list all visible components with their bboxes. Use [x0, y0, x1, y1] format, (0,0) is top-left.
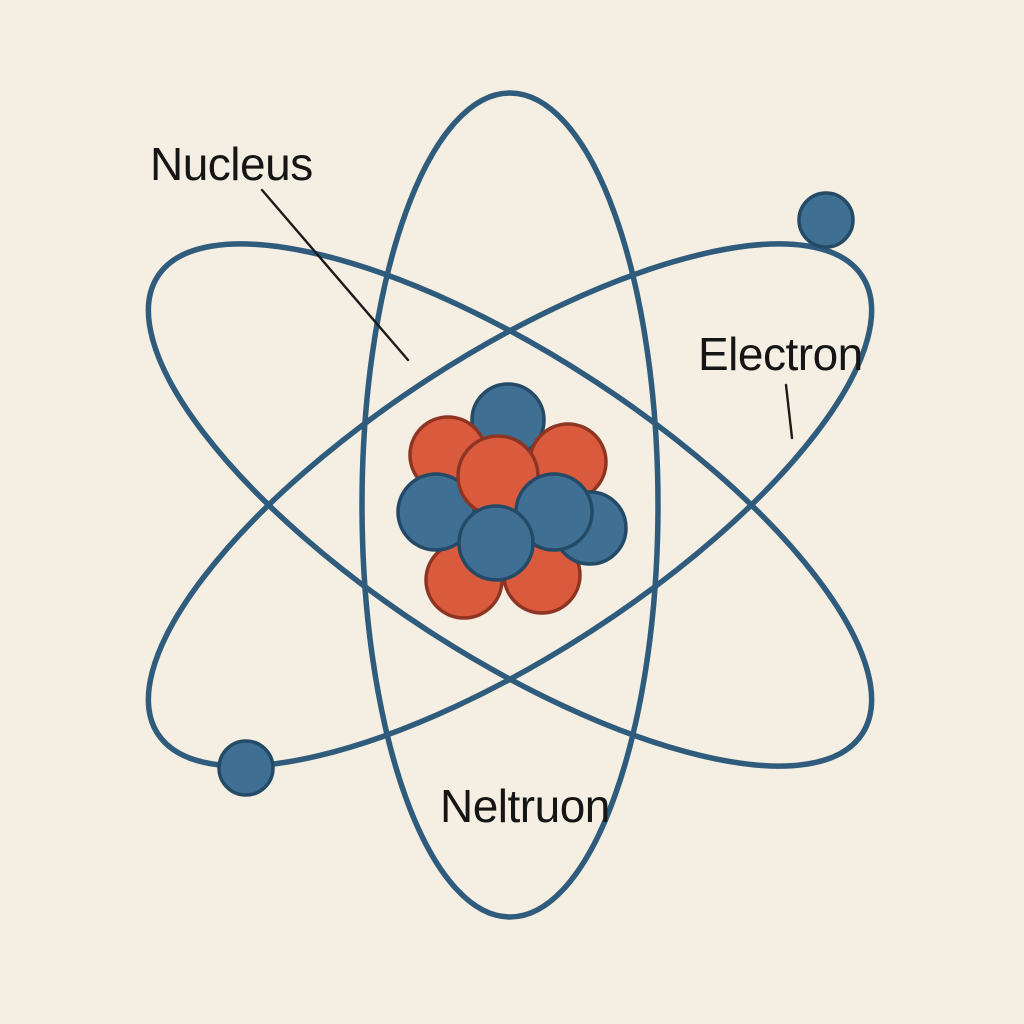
orbit-diagonal-down — [145, 241, 875, 769]
electron-bottom-left — [217, 739, 275, 797]
electron-top-right — [797, 191, 855, 249]
nucleus-leader-line — [260, 188, 410, 362]
electron-group — [217, 191, 855, 797]
nucleus-label: Nucleus — [150, 138, 313, 190]
neutron — [457, 504, 535, 582]
neutron-label: Neltruon — [440, 780, 610, 832]
orbit-diagonal-up — [145, 241, 875, 769]
nucleus-cluster — [396, 382, 628, 620]
orbit-vertical — [359, 90, 661, 920]
orbit-group — [145, 90, 875, 920]
electron-label: Electron — [698, 328, 863, 380]
leader-lines — [260, 188, 794, 440]
electron-leader-line — [784, 383, 794, 440]
